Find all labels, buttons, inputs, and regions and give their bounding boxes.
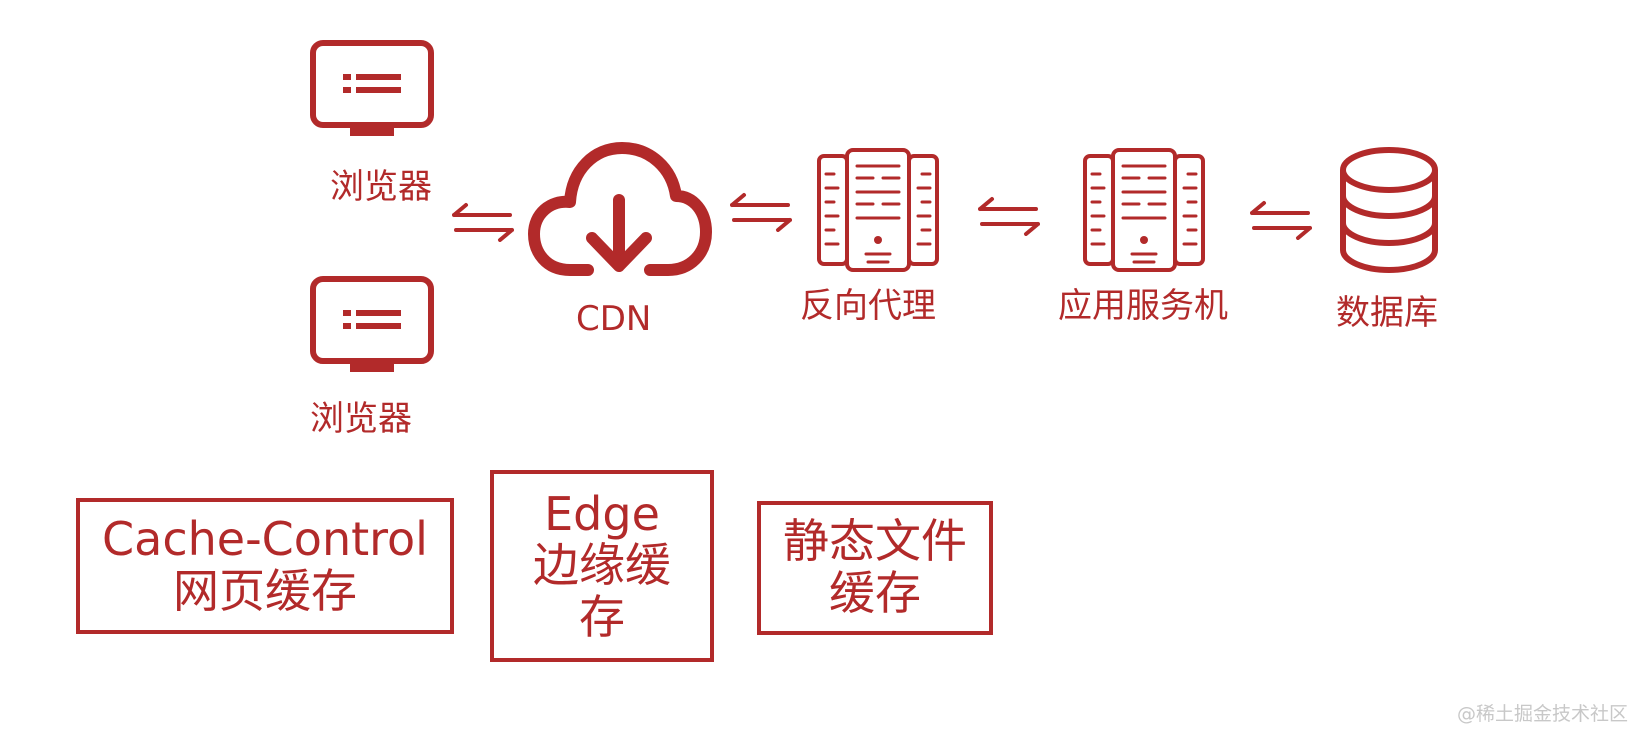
cdn-label: CDN — [576, 299, 652, 339]
app-server-label: 应用服务机 — [1058, 286, 1228, 326]
monitor-icon — [310, 276, 434, 372]
cache-control-subtitle: 网页缓存 — [173, 564, 357, 618]
cloud-download-icon — [528, 142, 712, 276]
monitor-icon — [310, 40, 434, 136]
cache-control-title: Cache-Control — [102, 512, 428, 567]
edge-cache-line3: 存 — [579, 589, 625, 644]
edge-cache-box: Edge 边缘缓 存 — [490, 470, 714, 662]
reverse-proxy-label: 反向代理 — [800, 286, 936, 326]
static-file-cache-title: 静态文件 — [783, 514, 967, 569]
edge-cache-title: Edge — [544, 486, 660, 541]
bidirectional-arrow-icon — [452, 203, 514, 242]
cache-control-box: Cache-Control 网页缓存 — [76, 498, 454, 634]
bidirectional-arrow-icon — [730, 193, 792, 232]
watermark: @稀土掘金技术社区 — [1456, 703, 1628, 725]
edge-cache-line2: 边缘缓 — [533, 538, 671, 593]
static-file-cache-subtitle: 缓存 — [829, 566, 921, 620]
bidirectional-arrow-icon — [978, 197, 1040, 236]
database-icon — [1340, 147, 1438, 274]
server-rack-icon — [817, 148, 939, 272]
browser-top-label: 浏览器 — [330, 167, 432, 207]
database-label: 数据库 — [1336, 293, 1438, 333]
static-file-cache-box: 静态文件 缓存 — [757, 501, 993, 635]
browser-bottom-label: 浏览器 — [310, 399, 412, 439]
server-rack-icon — [1083, 148, 1205, 272]
bidirectional-arrow-icon — [1250, 201, 1312, 240]
